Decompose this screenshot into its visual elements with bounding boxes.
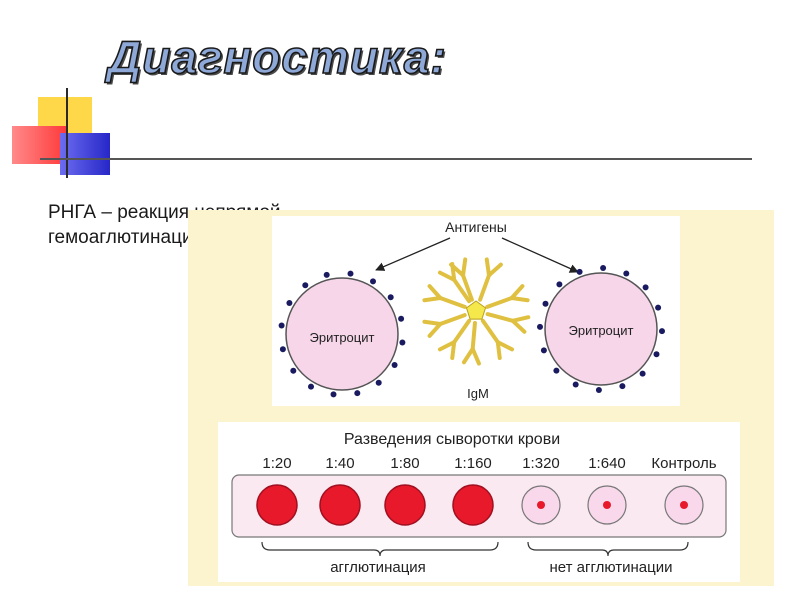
antigen-dot bbox=[375, 379, 382, 386]
antigen-dot bbox=[659, 328, 665, 335]
well-agglutination bbox=[384, 484, 426, 526]
igm-arm bbox=[478, 257, 503, 302]
well-sediment-dot bbox=[537, 501, 545, 509]
bracket-agglutination bbox=[261, 541, 499, 557]
igm-arm bbox=[485, 312, 531, 334]
decor-red-square bbox=[12, 126, 66, 164]
dilution-label-control: Контроль bbox=[651, 455, 716, 472]
dilutions-heading: Разведения сыворотки крови bbox=[344, 431, 560, 448]
antigen-dot bbox=[354, 390, 361, 397]
antigen-dot bbox=[619, 383, 626, 390]
igm-arm bbox=[485, 284, 530, 309]
antigen-dot bbox=[572, 381, 579, 388]
antigen-dot bbox=[655, 304, 662, 311]
slide-title: Диагностика: bbox=[107, 30, 447, 84]
antigen-dot bbox=[553, 367, 560, 374]
erythrocyte-left-label: Эритроцит bbox=[310, 330, 375, 345]
antigen-dot bbox=[642, 284, 649, 291]
igm-arm bbox=[422, 284, 467, 309]
erythrocyte-right bbox=[544, 272, 658, 386]
decor-vertical-line bbox=[66, 88, 68, 178]
agglutination-label: агглютинация bbox=[330, 559, 426, 576]
well-agglutination bbox=[452, 484, 494, 526]
antigen-dot bbox=[595, 387, 602, 393]
arrow-right bbox=[501, 237, 579, 273]
dilution-label-1: 1:20 bbox=[262, 455, 291, 472]
dilution-label-4: 1:160 bbox=[454, 455, 492, 472]
antigens-label: Антигены bbox=[445, 219, 507, 235]
antigen-dot bbox=[330, 391, 337, 398]
antigen-dot bbox=[623, 270, 630, 277]
igm-pentamer bbox=[422, 257, 531, 366]
dilution-label-5: 1:320 bbox=[522, 455, 560, 472]
antigen-dot bbox=[308, 383, 314, 390]
antigen-dot bbox=[600, 265, 607, 271]
decor-horizontal-line bbox=[40, 158, 752, 160]
igm-arm bbox=[422, 313, 467, 338]
decor-blue-square bbox=[60, 133, 110, 175]
antigen-dot bbox=[576, 268, 583, 275]
antigen-dot bbox=[279, 346, 286, 353]
erythrocyte-left bbox=[285, 277, 399, 391]
igm-label: IgM bbox=[467, 386, 489, 401]
antigen-dot bbox=[653, 351, 660, 358]
bracket-no-agglutination bbox=[527, 541, 689, 557]
wells bbox=[256, 484, 704, 526]
antigen-dot bbox=[347, 270, 354, 277]
antigen-dot bbox=[537, 323, 543, 330]
antigen-dot bbox=[302, 282, 309, 289]
antigen-dot bbox=[278, 322, 285, 329]
no-agglutination-label: нет агглютинации bbox=[549, 559, 672, 576]
erythrocyte-right-label: Эритроцит bbox=[569, 323, 634, 338]
well-sediment-dot bbox=[603, 501, 611, 509]
antigen-dot bbox=[639, 370, 646, 377]
antigen-dot bbox=[540, 347, 547, 354]
antigen-dot bbox=[556, 281, 563, 288]
dilution-label-6: 1:640 bbox=[588, 455, 626, 472]
dilution-label-2: 1:40 bbox=[325, 455, 354, 472]
igm-arm bbox=[437, 261, 472, 304]
antigen-dot bbox=[286, 300, 293, 306]
igm-arm bbox=[480, 318, 515, 361]
well-agglutination bbox=[256, 484, 298, 526]
igm-arm bbox=[461, 320, 481, 366]
antigen-dot bbox=[290, 367, 297, 374]
well-sediment-dot bbox=[680, 501, 688, 509]
arrow-left bbox=[375, 237, 451, 271]
antigen-dot bbox=[398, 315, 405, 322]
antigen-dot bbox=[370, 278, 376, 285]
antigen-dot bbox=[391, 362, 398, 368]
igm-core bbox=[465, 300, 487, 320]
antigen-dots-right bbox=[537, 265, 665, 393]
antigen-dot bbox=[399, 339, 406, 346]
antigen-dot bbox=[542, 300, 549, 307]
well-agglutination bbox=[319, 484, 361, 526]
dilution-label-3: 1:80 bbox=[390, 455, 419, 472]
igm-arm bbox=[437, 318, 472, 361]
antigen-dot bbox=[323, 271, 330, 278]
antigen-dot bbox=[387, 294, 394, 301]
antigen-dots-left bbox=[278, 270, 406, 398]
